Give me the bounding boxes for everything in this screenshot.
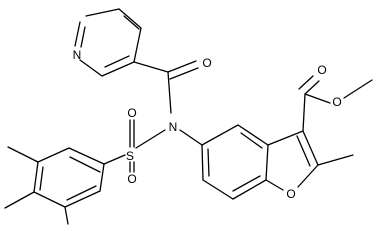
trimethylphenyl-ring: [4, 146, 105, 225]
amide-group: [133, 60, 199, 114]
molecule-skeleton: N O N S O O O O O: [4, 8, 373, 225]
sulfur-label: S: [126, 149, 134, 163]
sulfonamide-nitrogen-label: N: [169, 120, 178, 134]
pyridine-nitrogen-label: N: [73, 48, 82, 62]
pyridine-ring: [74, 8, 142, 77]
sulfonyl-oxygen-lower-label: O: [127, 172, 136, 186]
amide-oxygen-label: O: [202, 56, 211, 70]
ester-alkoxy-oxygen-label: O: [332, 95, 341, 109]
sulfonamide-group: [103, 119, 203, 173]
benzofuran-furan-ring: [265, 130, 354, 191]
furan-oxygen-label: O: [286, 187, 295, 201]
chemical-structure-drawing: N O N S O O O O O: [4, 8, 373, 225]
methyl-ester-group: [298, 75, 373, 132]
benzofuran-benzene-ring: [201, 124, 269, 200]
ester-carbonyl-oxygen-label: O: [317, 63, 326, 77]
sulfonyl-oxygen-upper-label: O: [127, 106, 136, 120]
